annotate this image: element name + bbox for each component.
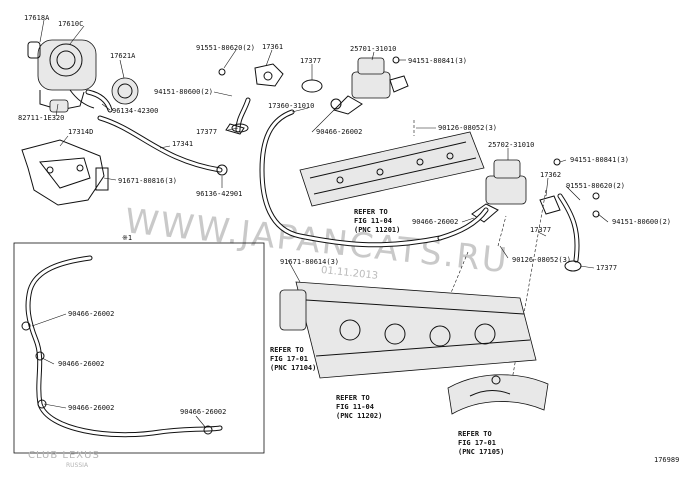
label-17362: 17362	[540, 171, 561, 179]
refer-block-11201: REFER TO FIG 11-04 (PNC 11201)	[354, 208, 400, 234]
refer-line1: REFER TO	[458, 430, 492, 438]
label-96136-42901: 96136-42901	[196, 190, 242, 198]
label-17610C: 17610C	[58, 20, 83, 28]
refer-line2: FIG 17-01	[270, 355, 308, 363]
cylinder-head-cover-right	[299, 131, 485, 207]
logo-name: CLUB LEXUS	[28, 450, 100, 461]
air-pipe-17361	[218, 63, 284, 135]
gasket-17377-a	[301, 79, 323, 93]
label-25701-31010: 25701-31010	[350, 45, 396, 53]
refer-block-17104: REFER TO FIG 17-01 (PNC 17104)	[270, 346, 316, 372]
air-pipe-17362	[539, 158, 600, 272]
club-lexus-logo: CLUB LEXUS RUSSIA	[28, 450, 100, 469]
label-91671-80816: 91671-80816(3)	[118, 177, 177, 185]
label-82711-1E320: 82711-1E320	[18, 114, 64, 122]
refer-block-11202: REFER TO FIG 11-04 (PNC 11202)	[336, 394, 382, 420]
inset-clamp-2	[35, 351, 45, 361]
label-94151-80841-right: 94151-80841(3)	[570, 156, 629, 164]
label-94151-80841-top: 94151-80841(3)	[408, 57, 467, 65]
label-91551-80620-right: 91551-80620(2)	[566, 182, 625, 190]
inset-clamp-1	[21, 321, 31, 331]
label-17618A: 17618A	[24, 14, 50, 22]
label-91671-80614: 91671-80614(3)	[280, 258, 339, 266]
label-inset-90466-2: 90466-26002	[58, 360, 104, 368]
label-25702-31010: 25702-31010	[488, 141, 534, 149]
label-17377-d: 17377	[596, 264, 617, 272]
label-17377-b: 17377	[196, 128, 217, 136]
refer-line3: (PNC 17104)	[270, 364, 316, 372]
logo-sub: RUSSIA	[66, 462, 89, 469]
exhaust-manifold	[447, 374, 549, 415]
diagram-id: 176989	[654, 456, 679, 464]
bracket-17314D	[21, 139, 109, 206]
leader-lines	[31, 19, 609, 429]
label-94151-80600-top: 94151-80600(2)	[154, 88, 213, 96]
label-inset-90466-1: 90466-26002	[68, 310, 114, 318]
air-switching-valve-25701	[333, 56, 409, 115]
refer-line3: (PNC 11202)	[336, 412, 382, 420]
label-90126-08052-mid: 90126-08052(3)	[512, 256, 571, 264]
label-90126-08052-top: 90126-08052(3)	[438, 124, 497, 132]
label-17360-31010: 17360-31010	[268, 102, 314, 110]
refer-line3: (PNC 17105)	[458, 448, 504, 456]
refer-line2: FIG 11-04	[336, 403, 374, 411]
cylinder-head-lower	[279, 281, 537, 379]
label-17361: 17361	[262, 43, 283, 51]
inset-marker: ※1	[122, 234, 132, 242]
label-96134-42300: 96134-42300	[112, 107, 158, 115]
label-17377-a: 17377	[300, 57, 321, 65]
hose-clamp-96136	[216, 164, 228, 176]
refer-line1: REFER TO	[270, 346, 304, 354]
dashed-leader-mid	[447, 251, 469, 301]
label-90466-top: 90466-26002	[316, 128, 362, 136]
gasket-17377-b	[231, 123, 249, 133]
label-17377-c: 17377	[530, 226, 551, 234]
refer-line2: FIG 11-04	[354, 217, 392, 225]
label-inset-90466-4: 90466-26002	[180, 408, 226, 416]
label-91551-80620-top: 91551-80620(2)	[196, 44, 255, 52]
inset-clamp-3	[37, 399, 47, 409]
label-94151-80600-right: 94151-80600(2)	[612, 218, 671, 226]
refer-line1: REFER TO	[336, 394, 370, 402]
air-pump-assembly	[27, 39, 97, 113]
hose-clamp-top	[330, 98, 342, 110]
refer-line3: (PNC 11201)	[354, 226, 400, 234]
label-17314D: 17314D	[68, 128, 93, 136]
inset-box	[13, 242, 265, 454]
air-switching-valve-25702	[471, 159, 527, 223]
label-17621A: 17621A	[110, 52, 136, 60]
air-pump-cushion-17621A	[111, 77, 139, 105]
label-17341: 17341	[172, 140, 193, 148]
watermark-date: 01.11.2013	[320, 265, 378, 282]
label-90466-mid: 90466-26002	[412, 218, 458, 226]
stud-90126-mid	[497, 215, 507, 247]
inset-clamp-4	[203, 425, 213, 435]
refer-block-17105: REFER TO FIG 17-01 (PNC 17105)	[458, 430, 504, 456]
refer-line1: REFER TO	[354, 208, 388, 216]
label-inset-90466-3: 90466-26002	[68, 404, 114, 412]
refer-line2: FIG 17-01	[458, 439, 496, 447]
